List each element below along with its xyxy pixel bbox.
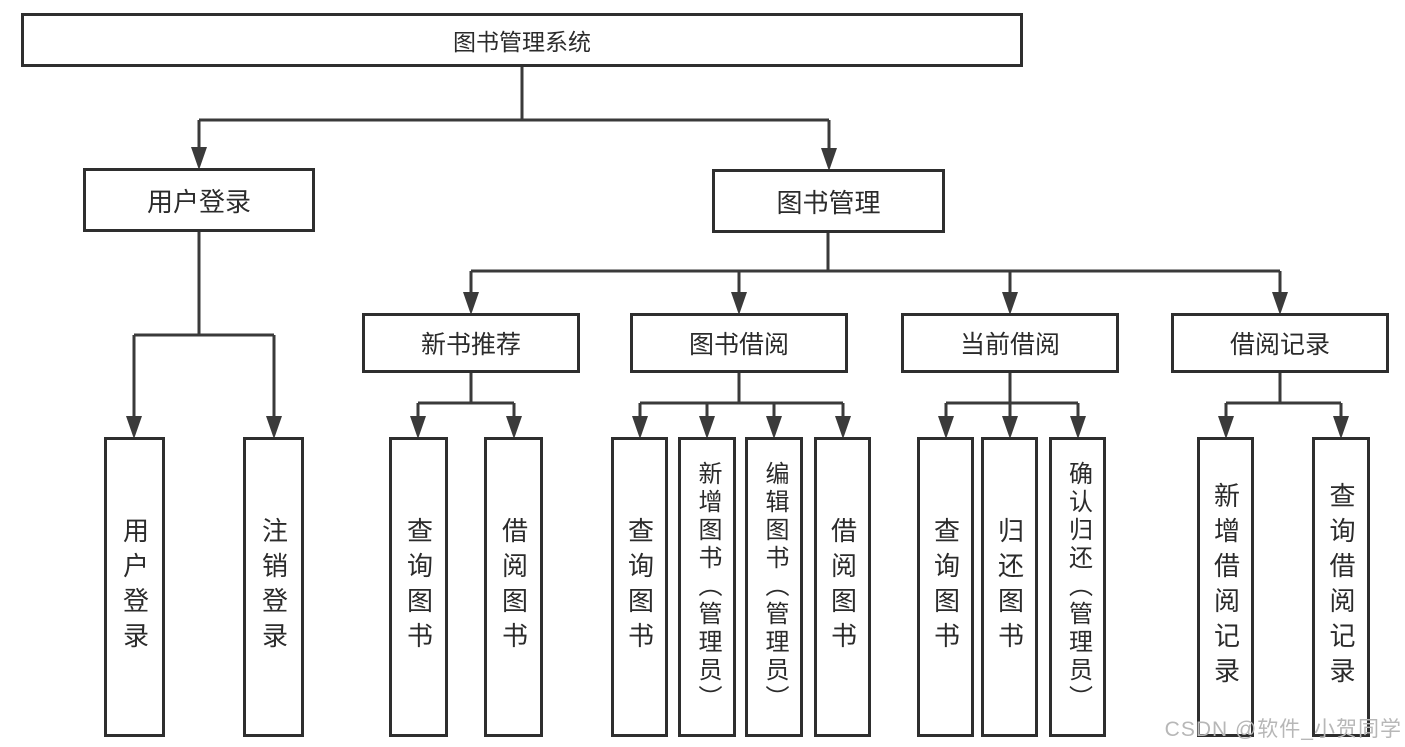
node-user-login-branch: 用户登录 — [83, 168, 315, 232]
leaf-query-borrow-record: 查询借阅记录 — [1312, 437, 1370, 737]
leaf-add-books-admin: 新增图书（管理员） — [678, 437, 736, 737]
node-label: 图书管理系统 — [453, 29, 591, 55]
node-book-management-branch: 图书管理 — [712, 169, 945, 233]
leaf-query-books-recommend: 查询图书 — [389, 437, 448, 737]
node-current-borrowing: 当前借阅 — [901, 313, 1119, 373]
leaf-user-login: 用户登录 — [104, 437, 165, 737]
leaf-borrow-books-recommend: 借阅图书 — [484, 437, 543, 737]
node-borrowing-records: 借阅记录 — [1171, 313, 1389, 373]
leaf-add-borrow-record: 新增借阅记录 — [1197, 437, 1254, 737]
node-new-book-recommend: 新书推荐 — [362, 313, 580, 373]
csdn-watermark: CSDN @软件_小贺同学 — [1164, 718, 1402, 741]
leaf-logout: 注销登录 — [243, 437, 304, 737]
node-label: 借阅记录 — [1229, 331, 1330, 359]
leaf-edit-books-admin: 编辑图书（管理员） — [745, 437, 803, 737]
node-book-borrowing: 图书借阅 — [630, 313, 848, 373]
leaf-return-books: 归还图书 — [981, 437, 1038, 737]
leaf-query-books-borrowing: 查询图书 — [611, 437, 668, 737]
node-library-management-system: 图书管理系统 — [21, 13, 1023, 67]
node-label: 图书借阅 — [688, 331, 789, 359]
node-label: 用户登录 — [146, 186, 251, 217]
node-label: 当前借阅 — [959, 331, 1060, 359]
leaf-borrow-books: 借阅图书 — [814, 437, 871, 737]
leaf-query-books-current: 查询图书 — [917, 437, 974, 737]
node-label: 图书管理 — [776, 187, 881, 218]
leaf-confirm-return-admin: 确认归还（管理员） — [1049, 437, 1106, 737]
node-label: 新书推荐 — [420, 331, 521, 359]
